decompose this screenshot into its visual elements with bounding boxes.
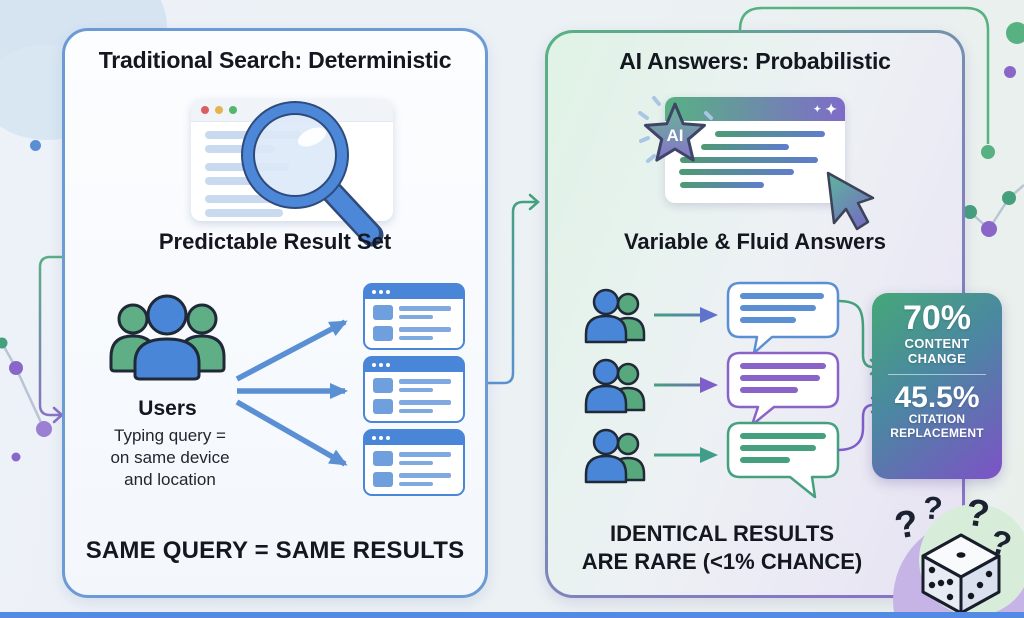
row-arrow-icon-1 [654,307,718,323]
right-footer-line-1: IDENTICAL RESULTS [609,521,835,546]
decor-dot-blue [30,140,41,151]
user-pair-icon-1 [584,288,646,344]
stat-citation-replacement-label: CITATION REPLACEMENT [890,412,984,440]
user-pair-icon-3 [584,428,646,484]
ai-answer-window-icon: ✦ ✦ [665,97,845,203]
decor-dot-purple [1004,66,1016,78]
ai-badge-label: AI [667,126,684,145]
users-caption-line-2: on same device [110,448,230,468]
users-caption-line-1: Typing query = [114,426,226,445]
right-panel-subtitle: Variable & Fluid Answers [623,229,887,254]
user-pair-icon-2 [584,358,646,414]
bottom-progress-bar [0,612,1024,618]
speech-bubble-icon-purple [726,351,840,427]
stat-content-change-label: CONTENT CHANGE [904,335,970,366]
window-dot-green [229,106,237,114]
panel-traditional-search: Traditional Search: Deterministic [62,28,488,598]
speech-bubble-icon-blue [726,281,840,355]
ai-text-line [680,157,818,163]
ai-text-line [701,144,789,150]
question-mark-2: ? [921,489,944,527]
result-window-icon-2 [363,356,465,423]
decor-frame-outline [738,6,995,159]
ai-window-header: ✦ ✦ [665,97,845,121]
sparkle-icon-large: ✦ [825,101,837,117]
row-arrow-icon-3 [654,447,718,463]
window-dot-yellow [215,106,223,114]
panel-ai-answers-border: AI Answers: Probabilistic ✦ ✦ [545,30,965,598]
right-footer-line-2: ARE RARE (<1% CHANCE) [581,548,863,574]
ai-star-icon: AI [638,96,713,163]
speech-bubble-icon-green [726,421,840,499]
fanout-arrows-icon [235,319,348,467]
decor-dot-green-large [1006,22,1024,44]
dice-icon [921,533,1001,615]
right-panel-footer: IDENTICAL RESULTS ARE RARE (<1% CHANCE) [556,520,888,576]
stats-card: 70% CONTENT CHANGE 45.5% CITATION REPLAC… [872,293,1002,479]
stat-content-change-value: 70% [902,299,972,337]
ai-text-line [680,182,764,188]
users-caption: Typing query = on same device and locati… [67,425,273,491]
decor-zigzag-right [963,184,1024,237]
ai-text-line [715,131,825,137]
sparkle-icon-small: ✦ [813,104,821,114]
row-arrow-icon-2 [654,377,718,393]
stats-divider [888,373,986,375]
window-dot-red [201,106,209,114]
decor-zigzag-left [0,337,52,462]
ai-text-line [679,169,794,175]
connector-arrow-left-to-right-icon [488,193,540,385]
users-group-icon [109,294,226,381]
left-panel-title: Traditional Search: Deterministic [98,47,452,73]
left-panel-subtitle: Predictable Result Set [158,229,392,254]
left-panel-footer: SAME QUERY = SAME RESULTS [85,537,465,564]
cursor-icon [826,171,875,231]
right-panel-title: AI Answers: Probabilistic [619,48,891,74]
result-window-icon-1 [363,283,465,350]
magnifier-search-icon [241,101,384,247]
result-window-icon-3 [363,429,465,496]
users-label: Users [138,397,197,420]
stat-citation-replacement-value: 45.5% [894,380,980,414]
users-caption-line-3: and location [124,470,216,490]
